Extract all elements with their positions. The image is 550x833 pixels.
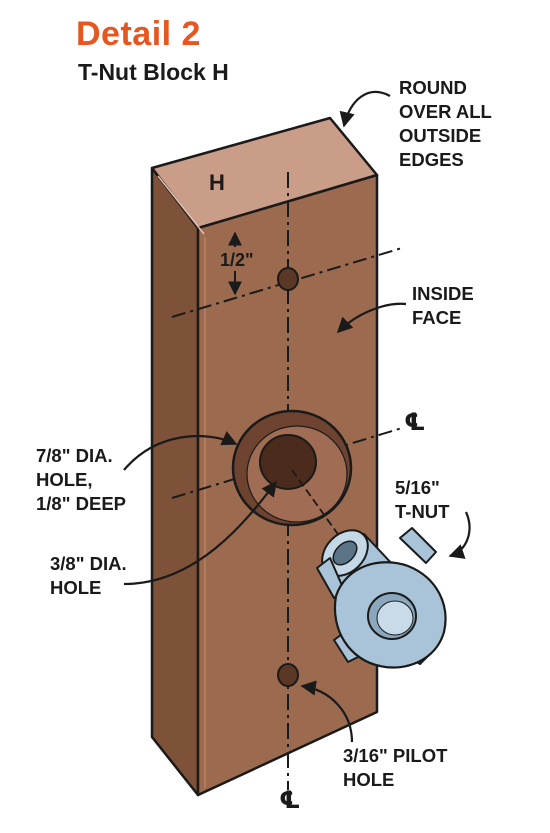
part-label: H xyxy=(209,170,225,195)
through-hole xyxy=(259,434,317,490)
detail-subtitle: T-Nut Block H xyxy=(78,59,229,85)
leader-tnut xyxy=(448,511,471,559)
callout-counterbore: 7/8" DIA. HOLE, 1/8" DEEP xyxy=(36,445,127,514)
leader-inside-face xyxy=(336,302,407,334)
callout-through-hole: 3/8" DIA. HOLE xyxy=(50,553,127,598)
centerline-symbol-bottom: ℄ xyxy=(279,787,301,814)
detail-title: Detail 2 xyxy=(76,15,201,53)
leader-pilot-hole xyxy=(300,680,354,743)
callout-round-over: ROUND OVER ALL OUTSIDE EDGES xyxy=(399,77,492,170)
leader-round-over xyxy=(339,90,391,128)
callout-pilot-hole: 3/16" PILOT HOLE xyxy=(343,745,448,790)
tnut-part xyxy=(316,527,447,669)
leader-counterbore xyxy=(123,431,238,471)
edge-roundover-line xyxy=(157,175,205,235)
dimension-label-bg xyxy=(214,247,258,271)
callout-inside-face: INSIDE FACE xyxy=(412,283,474,328)
centerline-symbol-right: ℄ xyxy=(404,409,426,436)
leader-through-hole xyxy=(123,480,277,586)
block-side-face xyxy=(150,166,200,797)
bottom-pilot-hole xyxy=(277,663,299,687)
callout-tnut: 5/16" T-NUT xyxy=(395,477,450,522)
top-pilot-hole xyxy=(277,267,299,291)
dimension-label: 1/2" xyxy=(220,250,254,270)
